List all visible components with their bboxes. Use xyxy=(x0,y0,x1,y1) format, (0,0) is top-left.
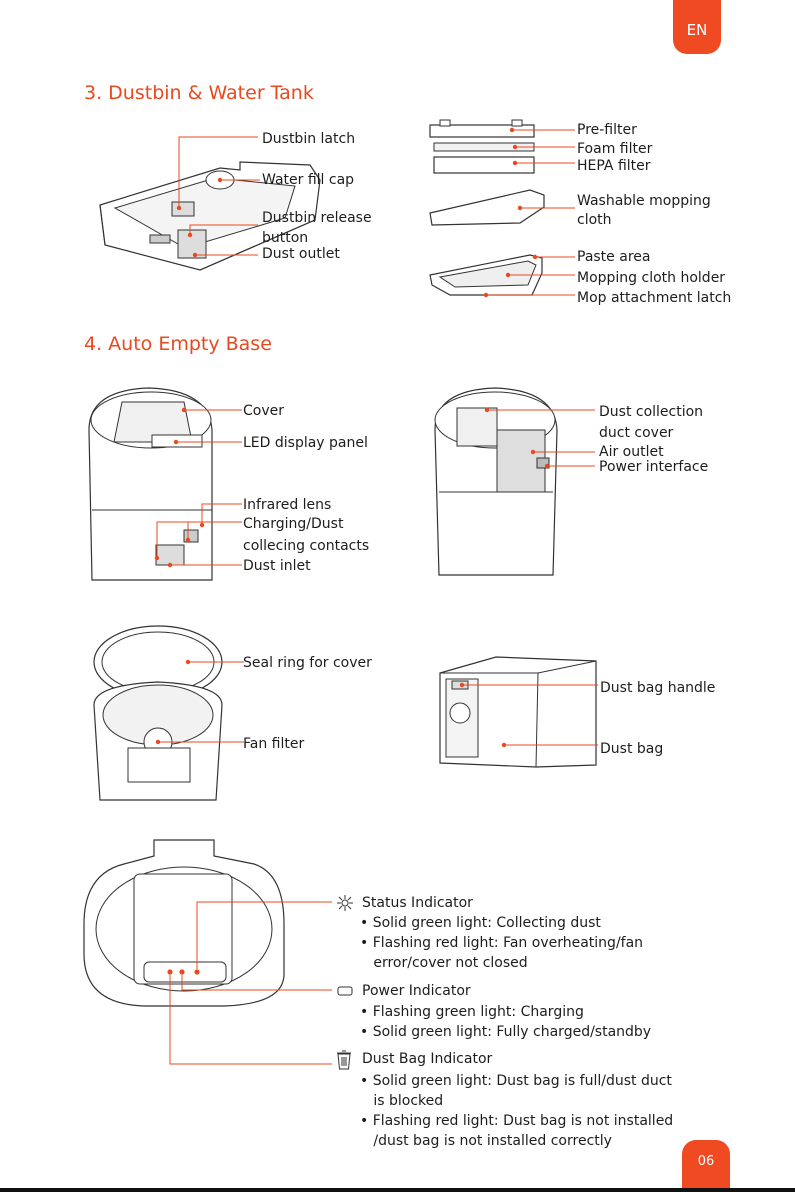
section-3-title: 3. Dustbin & Water Tank xyxy=(84,82,314,104)
status-indicator-title: Status Indicator xyxy=(362,895,473,911)
label-duct-cover: duct cover xyxy=(599,425,674,441)
section-4-title: 4. Auto Empty Base xyxy=(84,333,272,355)
label-water-fill-cap: Water fill cap xyxy=(262,172,355,188)
label-paste-area: Paste area xyxy=(577,249,651,265)
label-mopping-cloth-holder: Mopping cloth holder xyxy=(577,270,726,286)
label-dust-bag: Dust bag xyxy=(600,741,664,757)
dust-bag-indicator-line: • Solid green light: Dust bag is full/du… xyxy=(360,1073,672,1089)
label-dust-bag-handle: Dust bag handle xyxy=(600,680,716,696)
base-back-illustration xyxy=(434,387,595,576)
label-mop-attachment-latch: Mop attachment latch xyxy=(577,290,732,306)
power-indicator-line: • Flashing green light: Charging xyxy=(360,1004,584,1020)
status-indicator-line: error/cover not closed xyxy=(360,955,528,971)
label-fan-filter: Fan filter xyxy=(243,736,305,752)
label-hepa-filter: HEPA filter xyxy=(577,158,651,174)
dust-bag-indicator-icon xyxy=(337,1050,351,1070)
label-led-display-panel: LED display panel xyxy=(243,435,368,451)
power-indicator-icon xyxy=(337,986,353,996)
label-dustbin-release-cont: button xyxy=(262,230,309,246)
label-dust-outlet: Dust outlet xyxy=(262,246,340,262)
dust-bag-indicator-line: • Flashing red light: Dust bag is not in… xyxy=(360,1113,674,1129)
power-indicator-title: Power Indicator xyxy=(362,983,471,999)
label-washable-mopping-cont: cloth xyxy=(577,212,612,228)
label-charging-dust: Charging/Dust xyxy=(243,516,344,532)
label-cover: Cover xyxy=(243,403,284,419)
power-indicator-line: • Solid green light: Fully charged/stand… xyxy=(360,1024,652,1040)
label-dustbin-release: Dustbin release xyxy=(262,210,372,226)
status-indicator-icon xyxy=(337,895,353,911)
dust-bag-illustration xyxy=(439,656,598,768)
label-pre-filter: Pre-filter xyxy=(577,122,637,138)
label-seal-ring: Seal ring for cover xyxy=(243,655,372,671)
base-front-illustration xyxy=(88,387,242,581)
base-open-illustration xyxy=(93,625,244,801)
label-dust-collection: Dust collection xyxy=(599,404,704,420)
label-dust-inlet: Dust inlet xyxy=(243,558,311,574)
dust-bag-indicator-line: is blocked xyxy=(360,1093,444,1109)
bottom-rule xyxy=(0,1188,795,1192)
label-infrared-lens: Infrared lens xyxy=(243,497,332,513)
page-number: 06 xyxy=(682,1140,730,1192)
language-tab: EN xyxy=(673,0,721,54)
filters-illustration xyxy=(429,119,575,298)
dustbin-illustration xyxy=(99,136,321,271)
label-washable-mopping: Washable mopping xyxy=(577,193,711,209)
status-indicator-line: • Solid green light: Collecting dust xyxy=(360,915,601,931)
label-air-outlet: Air outlet xyxy=(599,444,664,460)
label-foam-filter: Foam filter xyxy=(577,141,653,157)
base-top-view-illustration xyxy=(83,839,332,1065)
label-dustbin-latch: Dustbin latch xyxy=(262,131,356,147)
status-indicator-line: • Flashing red light: Fan overheating/fa… xyxy=(360,935,644,951)
label-power-interface: Power interface xyxy=(599,459,709,475)
dust-bag-indicator-line: /dust bag is not installed correctly xyxy=(360,1133,612,1149)
label-collecing-contacts: collecing contacts xyxy=(243,538,370,554)
dust-bag-indicator-title: Dust Bag Indicator xyxy=(362,1051,493,1067)
